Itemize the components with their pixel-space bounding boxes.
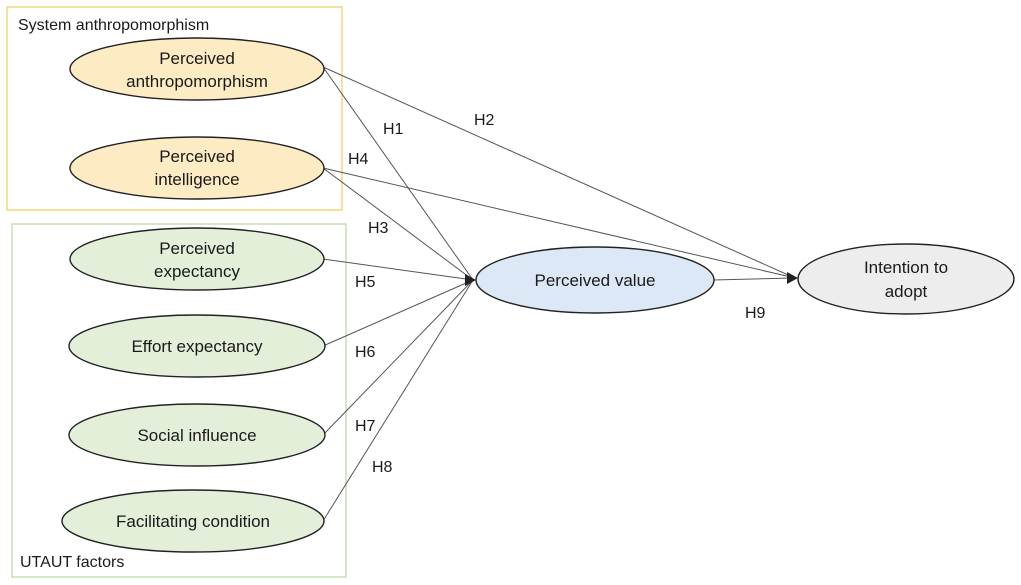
perceived-value-label: Perceived value: [535, 271, 656, 290]
node-perceived-intelligence: Perceived intelligence: [69, 136, 325, 200]
edge-label-h5: H5: [355, 274, 376, 291]
edge-h3: [322, 167, 474, 281]
effort-expectancy-label: Effort expectancy: [131, 337, 263, 356]
edge-label-h9: H9: [745, 305, 766, 322]
perceived-anthropomorphism-label-2: anthropomorphism: [126, 72, 268, 91]
perceived-intelligence-ellipse: [69, 136, 325, 200]
intention-to-adopt-ellipse: [797, 243, 1015, 315]
utaut-factors-group: [11, 223, 347, 578]
node-perceived-value: Perceived value: [475, 246, 715, 314]
node-perceived-anthropomorphism: Perceived anthropomorphism: [69, 37, 325, 101]
edge-h1: [322, 66, 474, 281]
perceived-expectancy-label-2: expectancy: [154, 262, 240, 281]
edge-label-h1: H1: [383, 121, 404, 138]
arrowhead-perceived-value: [465, 274, 476, 286]
effort-expectancy-ellipse: [68, 314, 326, 378]
edge-h8: [322, 279, 474, 522]
intention-to-adopt-label-1: Intention to: [864, 258, 948, 277]
edge-label-h2: H2: [474, 112, 495, 129]
perceived-expectancy-ellipse: [69, 227, 325, 291]
edge-label-h3: H3: [368, 220, 389, 237]
edge-h6: [322, 279, 474, 347]
arrowhead-intention: [787, 272, 798, 284]
edge-label-h6: H6: [355, 344, 376, 361]
edge-label-h7: H7: [355, 418, 376, 435]
social-influence-ellipse: [68, 403, 326, 467]
edge-h2: [322, 66, 796, 279]
facilitating-condition-ellipse: [61, 489, 325, 553]
edge-h7: [322, 279, 474, 436]
system-anthropomorphism-group: [6, 6, 343, 211]
node-facilitating-condition: Facilitating condition: [61, 489, 325, 553]
node-perceived-expectancy: Perceived expectancy: [69, 227, 325, 291]
perceived-value-ellipse: [475, 246, 715, 314]
edge-h4: [322, 167, 796, 279]
social-influence-label: Social influence: [137, 426, 256, 445]
node-effort-expectancy: Effort expectancy: [68, 314, 326, 378]
hypothesis-paths: [322, 66, 796, 522]
edge-label-h4: H4: [348, 151, 369, 168]
facilitating-condition-label: Facilitating condition: [116, 512, 270, 531]
node-social-influence: Social influence: [68, 403, 326, 467]
edge-label-h8: H8: [372, 459, 393, 476]
perceived-intelligence-label-2: intelligence: [154, 170, 239, 189]
perceived-intelligence-label-1: Perceived: [159, 147, 235, 166]
perceived-expectancy-label-1: Perceived: [159, 239, 235, 258]
intention-to-adopt-label-2: adopt: [885, 282, 928, 301]
utaut-factors-label: UTAUT factors: [20, 554, 124, 571]
node-intention-to-adopt: Intention to adopt: [797, 243, 1015, 315]
perceived-anthropomorphism-label-1: Perceived: [159, 49, 235, 68]
system-anthropomorphism-label: System anthropomorphism: [18, 17, 209, 34]
edge-h9: [712, 277, 796, 281]
edge-h5: [322, 258, 474, 281]
perceived-anthropomorphism-ellipse: [69, 37, 325, 101]
